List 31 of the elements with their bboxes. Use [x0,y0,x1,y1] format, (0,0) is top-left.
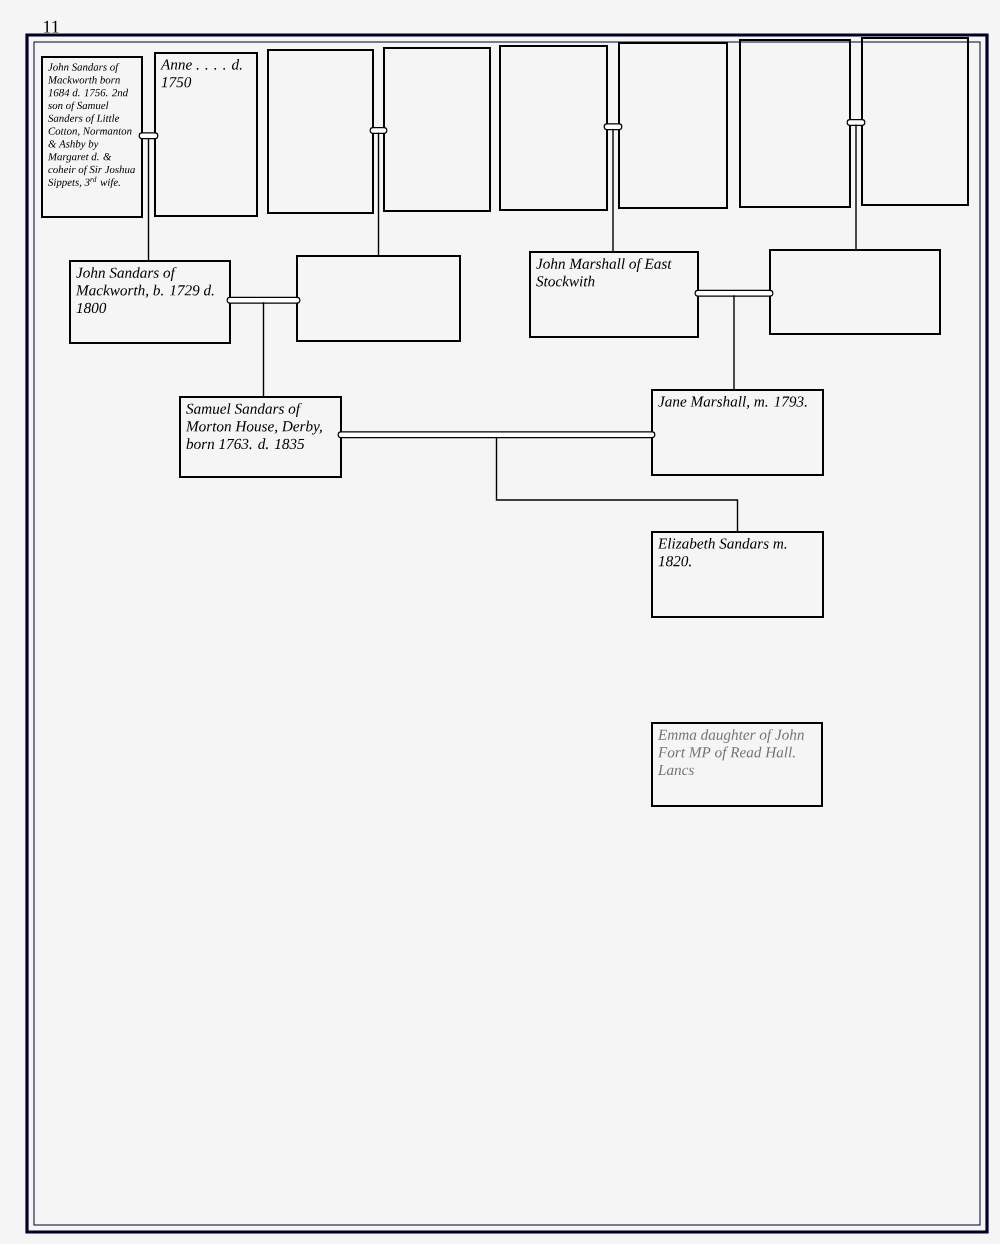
marriage-line [694,289,774,297]
descent-line [495,436,739,533]
marriage-line [138,132,159,140]
marriage-line [337,431,656,439]
marriage-line [226,296,301,304]
person-box [267,49,374,214]
person-box [618,42,728,209]
person-box: John Sandars of Mackworth born 1684 d. 1756. 2nd son of Samuel Sanders of Little Cotton, Normanton & Ashby by Margaret d. & coheir of Sir Joshua Sippets, 3$^{rd}$ wife. [41,56,143,218]
person-box [861,37,969,206]
descent-line [262,302,265,398]
person-box: Samuel Sandars of Morton House, Derby, born 1763. d. 1835 [179,396,342,478]
person-box [383,47,491,212]
descent-line [612,128,614,253]
person-box: Jane Marshall, m. 1793. [651,389,824,476]
marriage-line [603,123,623,131]
person-box: John Marshall of East Stockwith [529,251,699,338]
person-box [739,39,851,208]
descent-line [147,137,150,262]
descent-line [855,124,857,251]
person-box: John Sandars of Mackworth, b. 1729 d. 1800 [69,260,231,344]
person-box: Elizabeth Sandars m. 1820. [651,531,824,618]
person-box: Emma daughter of John Fort MP of Read Hall. Lancs [651,722,823,807]
person-box [296,255,461,342]
person-box: Anne . . . . d. 1750 [154,52,258,217]
marriage-line [846,119,866,126]
page-number: 11 [43,20,59,33]
descent-line [733,295,735,391]
descent-line [377,132,380,257]
person-box [769,249,941,335]
person-box [499,45,608,211]
marriage-line [369,127,388,134]
